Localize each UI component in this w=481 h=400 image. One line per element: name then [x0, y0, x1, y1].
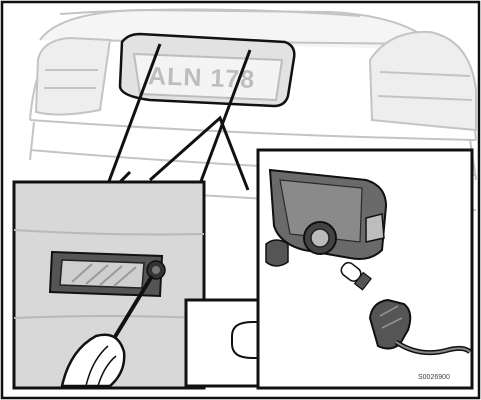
inset-plate-lamp-removal — [14, 182, 204, 388]
inset-lamp-assembly: S0026900 — [258, 150, 472, 388]
left-tail-light — [36, 38, 110, 115]
license-plate-recess: ALN 178 — [120, 34, 294, 106]
figure-code-label: S0026900 — [418, 374, 450, 381]
